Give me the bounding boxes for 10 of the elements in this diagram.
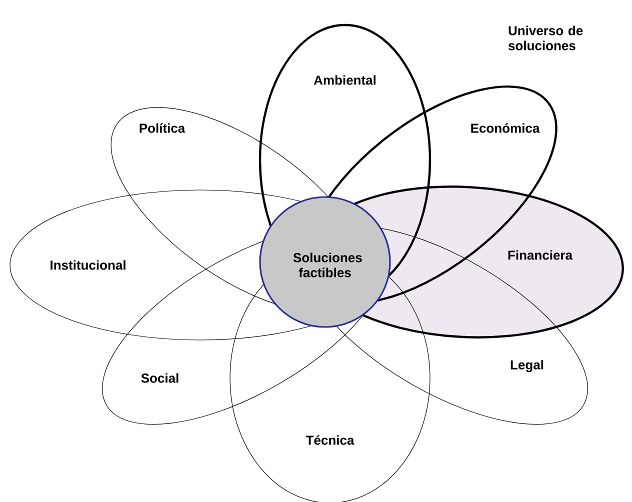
ellipse-label: Ambiental	[312, 74, 378, 86]
ellipse-label: Económica	[469, 122, 541, 134]
ellipse-label: Política	[138, 122, 186, 134]
ellipse-label: Legal	[509, 358, 545, 374]
ellipse-label: Técnica	[304, 434, 356, 446]
title-label: Universo de soluciones	[508, 26, 583, 50]
ellipse-label: Financiera	[506, 249, 574, 261]
circle-label: Soluciones factibles	[292, 252, 362, 278]
ellipse-label: Institucional	[48, 259, 128, 271]
ellipse-label: Social	[140, 372, 180, 384]
